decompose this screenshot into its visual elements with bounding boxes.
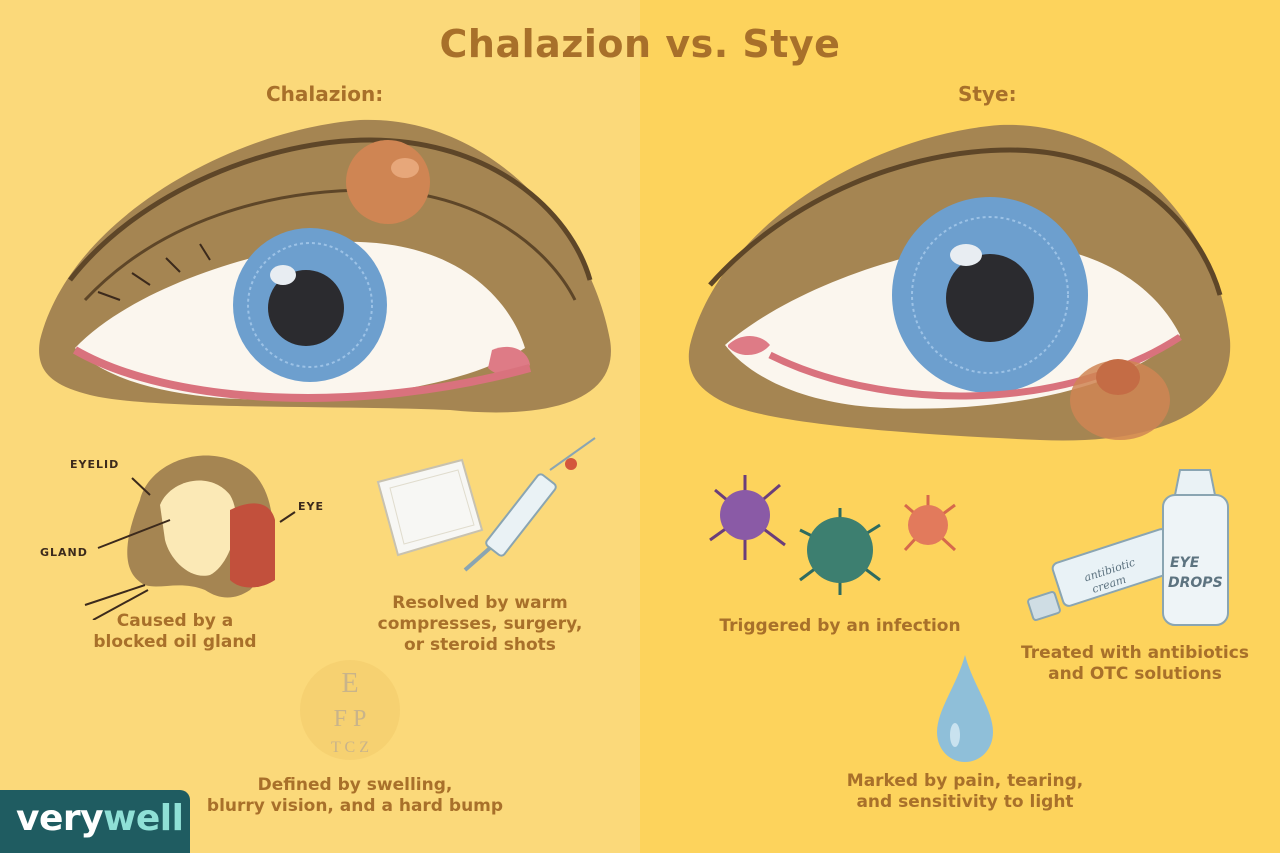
stye-cause-caption: Triggered by an infection <box>719 616 961 636</box>
eye-label: EYE <box>298 500 324 513</box>
stye-symptoms-caption: Marked by pain, tearing, and sensitivity… <box>846 771 1084 812</box>
stye-treatment-caption: Treated with antibiotics and OTC solutio… <box>1021 643 1249 684</box>
eye-chart-line-3: T C Z <box>331 739 369 756</box>
eyelid-label: EYELID <box>70 458 119 471</box>
eyelid-cross-section: EYELID EYE GLAND <box>40 455 324 620</box>
cream-and-drops-icon: antibiotic cream EYE DROPS <box>1027 469 1229 626</box>
chalazion-eye-illustration <box>39 119 611 413</box>
eye-chart-line-1: E <box>341 668 358 699</box>
eye-chart-line-2: F P <box>334 706 367 732</box>
teardrop-icon <box>937 655 993 762</box>
drops-label-2: DROPS <box>1168 575 1223 591</box>
germs-icon <box>709 475 957 595</box>
page-title: Chalazion vs. Stye <box>439 22 841 66</box>
chalazion-heading: Chalazion: <box>266 82 384 106</box>
chalazion-treatment-caption: Resolved by warm compresses, surgery, or… <box>377 593 583 655</box>
stye-eye-illustration <box>688 124 1231 441</box>
chalazion-symptoms-caption: Defined by swelling, blurry vision, and … <box>206 775 504 816</box>
gauze-and-syringe-icon <box>376 437 596 572</box>
eye-chart-icon: E F P T C Z <box>300 660 400 760</box>
stye-heading: Stye: <box>958 82 1017 106</box>
verywell-logo: verywell <box>0 790 190 853</box>
chalazion-cause-caption: Caused by a blocked oil gland <box>93 611 257 652</box>
brand-text: verywell <box>16 798 184 839</box>
drops-label-1: EYE <box>1170 555 1200 571</box>
gland-label: GLAND <box>40 546 88 559</box>
